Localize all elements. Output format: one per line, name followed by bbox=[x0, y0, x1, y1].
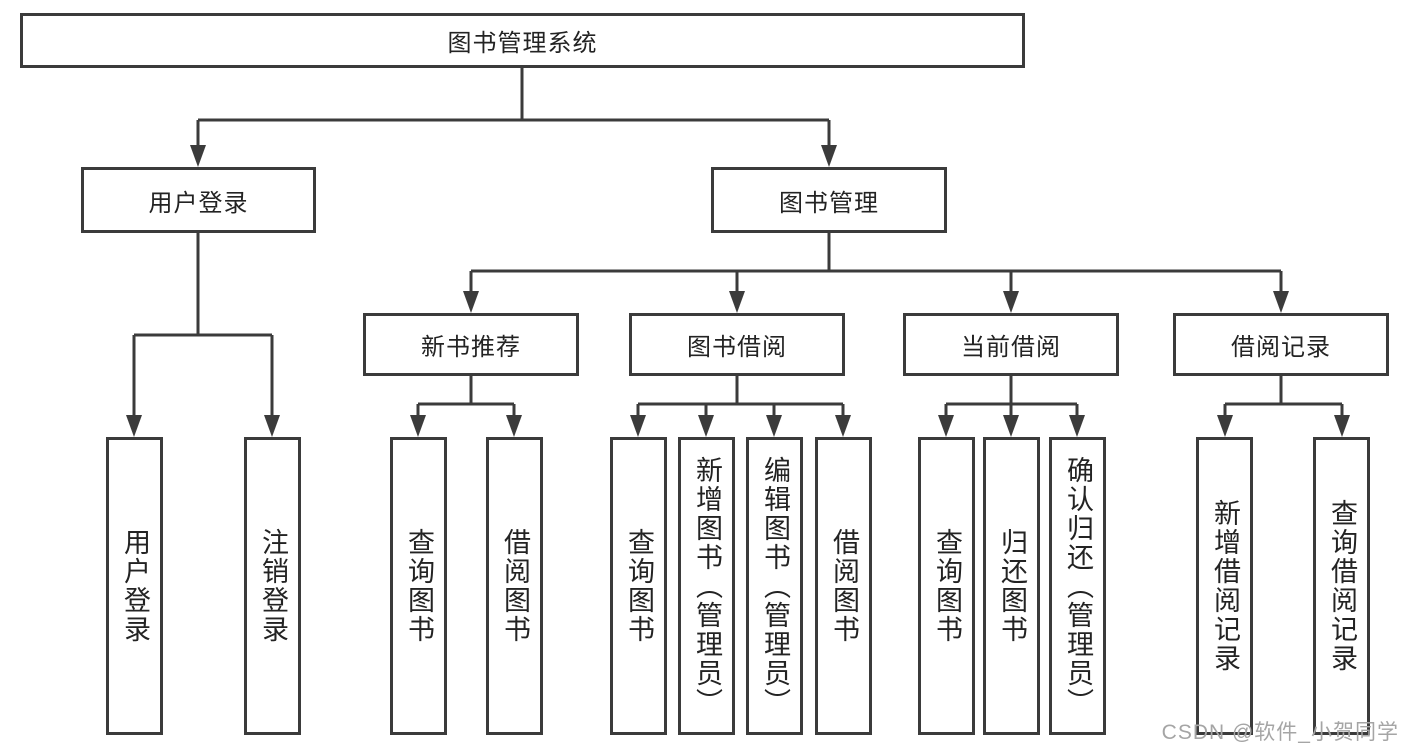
node-new-book-recommend: 新书推荐 bbox=[363, 313, 579, 376]
leaf-label: 查询图书 bbox=[932, 528, 962, 644]
node-library-management-system: 图书管理系统 bbox=[20, 13, 1025, 68]
node-label: 借阅记录 bbox=[1231, 334, 1331, 361]
leaf-borrow-books: 借阅图书 bbox=[815, 437, 872, 735]
node-label: 新书推荐 bbox=[421, 334, 521, 361]
leaf-query-books-borrowing: 查询图书 bbox=[610, 437, 667, 735]
node-current-borrowing: 当前借阅 bbox=[903, 313, 1119, 376]
node-book-borrowing: 图书借阅 bbox=[629, 313, 845, 376]
leaf-label: 注销登录 bbox=[258, 528, 288, 644]
leaf-query-borrow-record: 查询借阅记录 bbox=[1313, 437, 1370, 735]
connector-bookmgmt-to-level3 bbox=[469, 233, 1283, 295]
leaf-label: 新增图书（管理员） bbox=[692, 455, 722, 717]
connector-currentborrow-to-leaves bbox=[944, 376, 1079, 419]
connector-bookborrow-to-leaves bbox=[636, 376, 845, 419]
leaf-label: 确认归还（管理员） bbox=[1063, 455, 1093, 717]
node-book-management: 图书管理 bbox=[711, 167, 947, 233]
leaf-query-books-current: 查询图书 bbox=[918, 437, 975, 735]
leaf-user-login: 用户登录 bbox=[106, 437, 163, 735]
arrowheads bbox=[126, 145, 1350, 437]
connector-newbook-to-leaves bbox=[416, 376, 516, 419]
connector-root-to-level2 bbox=[196, 68, 831, 149]
leaf-return-books: 归还图书 bbox=[983, 437, 1040, 735]
node-borrow-records: 借阅记录 bbox=[1173, 313, 1389, 376]
leaf-query-books-recommend: 查询图书 bbox=[390, 437, 447, 735]
leaf-label: 用户登录 bbox=[120, 528, 150, 644]
leaf-label: 新增借阅记录 bbox=[1210, 499, 1240, 673]
leaf-label: 查询图书 bbox=[404, 528, 434, 644]
leaf-label: 查询图书 bbox=[624, 528, 654, 644]
node-label: 图书管理 bbox=[779, 189, 879, 217]
leaf-label: 借阅图书 bbox=[500, 528, 530, 644]
leaf-label: 查询借阅记录 bbox=[1327, 499, 1357, 673]
leaf-label: 编辑图书（管理员） bbox=[760, 455, 790, 717]
node-user-login: 用户登录 bbox=[81, 167, 316, 233]
leaf-borrow-books-recommend: 借阅图书 bbox=[486, 437, 543, 735]
node-label: 图书管理系统 bbox=[447, 30, 598, 57]
node-label: 用户登录 bbox=[148, 189, 249, 217]
connector-userlogin-to-leaves bbox=[132, 233, 274, 419]
connector-borrowrecords-to-leaves bbox=[1223, 376, 1344, 419]
leaf-add-borrow-record: 新增借阅记录 bbox=[1196, 437, 1253, 735]
leaf-edit-books-admin: 编辑图书（管理员） bbox=[746, 437, 803, 735]
node-label: 图书借阅 bbox=[687, 334, 787, 361]
leaf-label: 归还图书 bbox=[997, 528, 1027, 644]
leaf-add-books-admin: 新增图书（管理员） bbox=[678, 437, 735, 735]
leaf-logout: 注销登录 bbox=[244, 437, 301, 735]
node-label: 当前借阅 bbox=[961, 334, 1061, 361]
csdn-watermark: CSDN @软件_小贺同学 bbox=[1161, 721, 1399, 744]
leaf-label: 借阅图书 bbox=[829, 528, 859, 644]
leaf-confirm-return-admin: 确认归还（管理员） bbox=[1049, 437, 1106, 735]
